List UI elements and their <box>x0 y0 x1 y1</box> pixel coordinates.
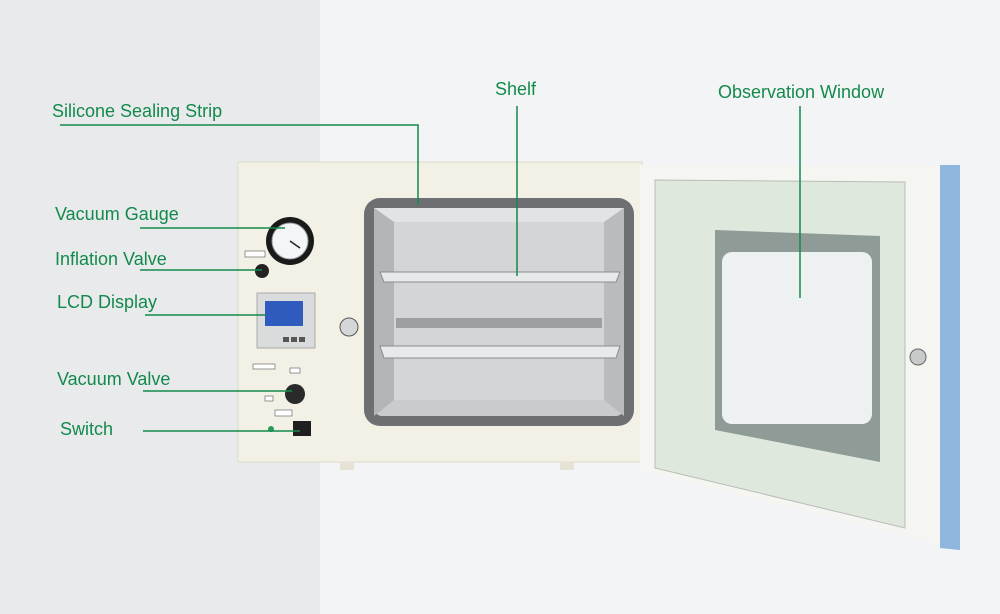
vacuum-valve <box>252 363 305 417</box>
label-silicone-sealing-strip: Silicone Sealing Strip <box>52 101 223 121</box>
door-latch <box>339 317 359 337</box>
label-inflation-valve: Inflation Valve <box>55 249 167 269</box>
vacuum-gauge <box>266 217 314 265</box>
label-switch: Switch <box>60 419 114 439</box>
label-vacuum-gauge: Vacuum Gauge <box>55 204 179 224</box>
label-shelf: Shelf <box>495 79 537 99</box>
oven-door <box>640 165 960 550</box>
inflation-valve <box>255 264 269 278</box>
observation-window <box>722 252 872 424</box>
label-observation-window: Observation Window <box>718 82 885 102</box>
label-vacuum-valve: Vacuum Valve <box>57 369 171 389</box>
door-handle <box>909 348 927 366</box>
label-lcd-display: LCD Display <box>57 292 158 312</box>
power-switch <box>293 421 311 436</box>
chamber <box>364 198 634 426</box>
leader-lines <box>60 106 801 432</box>
lcd-display <box>256 292 316 349</box>
shelf <box>379 271 621 359</box>
